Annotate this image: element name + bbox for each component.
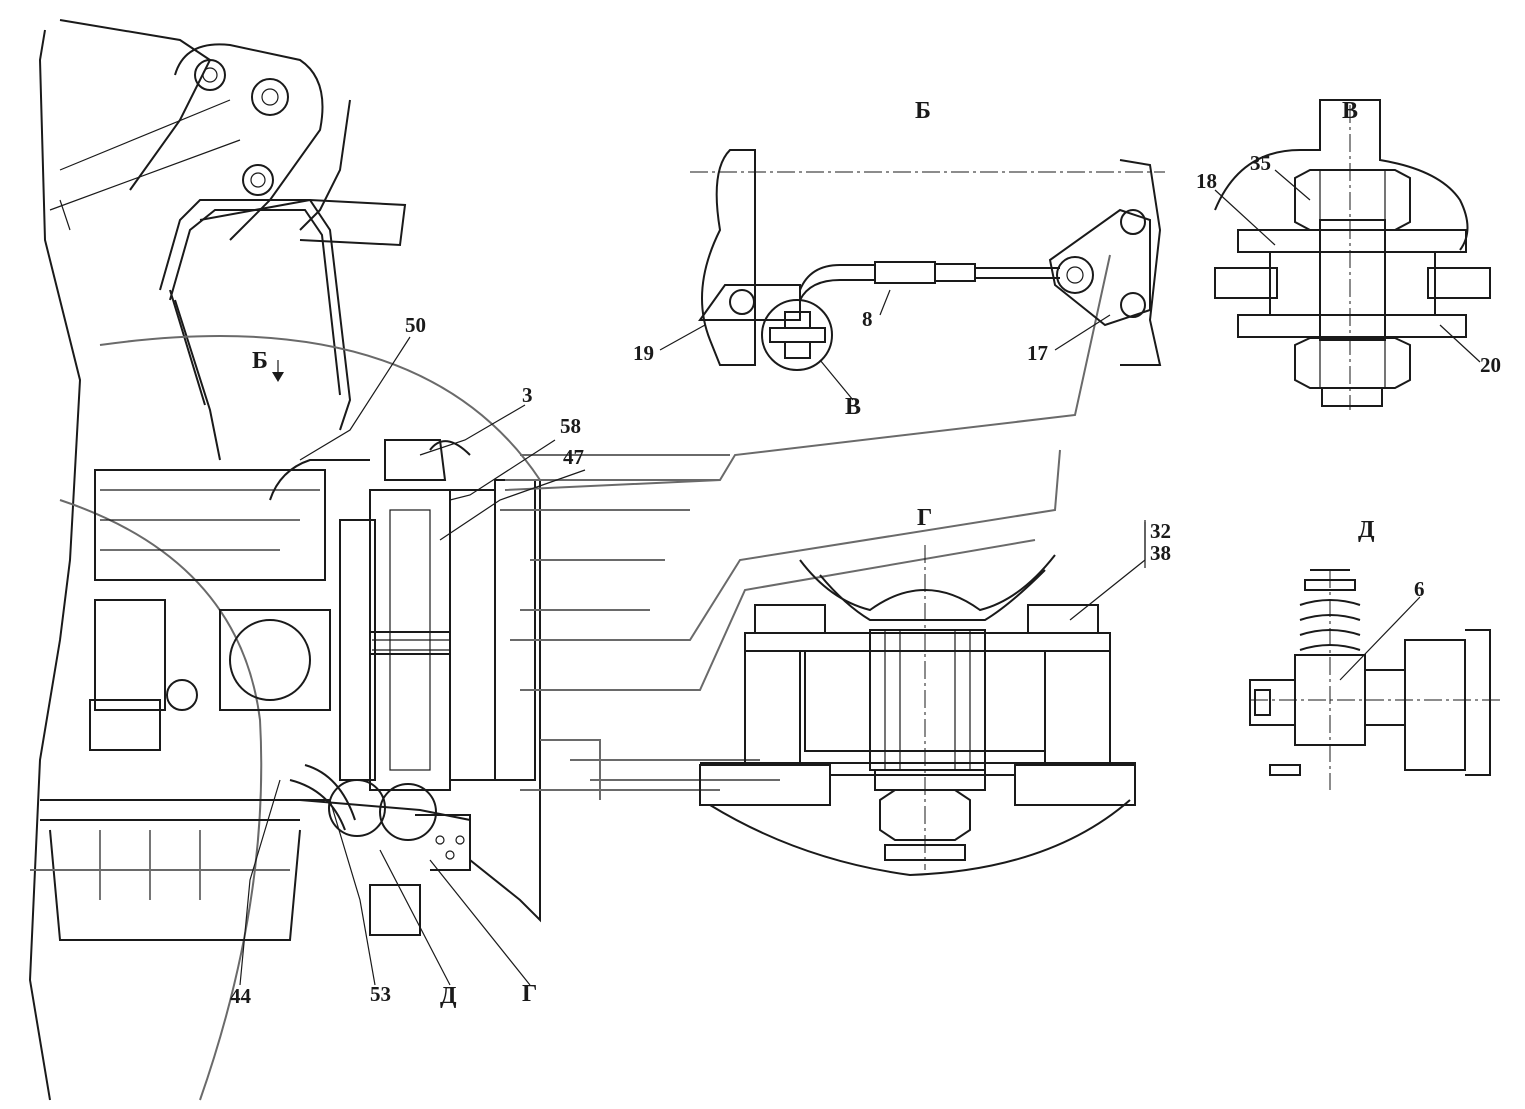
callout-44: 44: [230, 984, 252, 1008]
callout-53: 53: [370, 982, 391, 1006]
view-titles: Б В Г Д Б: [252, 98, 1375, 543]
callout-8: 8: [862, 307, 873, 331]
callout-18: 18: [1196, 169, 1217, 193]
callout-50: 50: [405, 313, 426, 337]
callout-17: 17: [1027, 341, 1048, 365]
callout-58: 58: [560, 414, 581, 438]
view-title-d: Д: [1358, 517, 1375, 543]
main-view-tractor-front: [28, 19, 1111, 1101]
detail-view-d: [1249, 569, 1500, 790]
callout-47: 47: [563, 445, 584, 469]
callout-38: 38: [1150, 541, 1171, 565]
detail-view-b: [690, 149, 1165, 371]
view-title-b: Б: [915, 98, 931, 124]
callout-19: 19: [633, 341, 654, 365]
callout-32: 32: [1150, 519, 1171, 543]
callout-35: 35: [1250, 151, 1271, 175]
callout-20: 20: [1480, 353, 1501, 377]
detail-view-v: [1214, 99, 1491, 410]
callout-labels: 50 3 58 47 44 53 Д Г 19 8 17 В 18 35 20 …: [230, 151, 1501, 1009]
leader-lines: [239, 169, 1481, 986]
callout-g: Г: [522, 981, 537, 1007]
callout-6: 6: [1414, 577, 1425, 601]
view-arrow-b-label: Б: [252, 348, 268, 374]
view-title-g: Г: [917, 505, 932, 531]
detail-view-g: [699, 545, 1136, 877]
view-title-v: В: [1342, 98, 1358, 124]
callout-d: Д: [440, 983, 457, 1009]
callout-3: 3: [522, 383, 533, 407]
callout-v: В: [845, 394, 861, 420]
